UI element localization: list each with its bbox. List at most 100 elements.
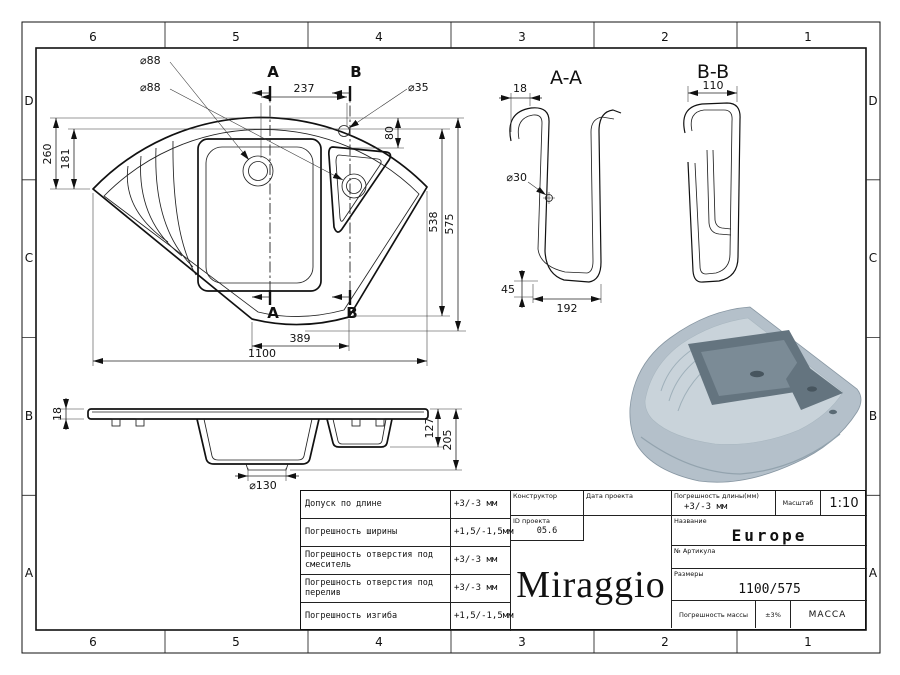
dia-30-label: ⌀30 xyxy=(506,171,527,184)
tolerance-label: Погрешность отверстия под перелив xyxy=(301,575,451,603)
section-aa-title: A-A xyxy=(550,67,582,89)
tolerance-label: Погрешность ширины xyxy=(301,519,451,547)
grid-col-label: 2 xyxy=(661,635,669,649)
dim-181: 181 xyxy=(59,149,72,170)
dim-575: 575 xyxy=(443,214,456,235)
dim-side-18: 18 xyxy=(51,407,64,421)
render-small-drain xyxy=(807,386,817,392)
drain-boss xyxy=(245,463,289,471)
tolerance-label: Погрешность отверстия под смеситель xyxy=(301,547,451,575)
zone-ticks xyxy=(22,22,880,653)
section-bb-title: B-B xyxy=(697,61,729,83)
grid-row-label: C xyxy=(869,251,877,265)
render-small-bowl xyxy=(786,360,843,410)
mass-tolerance-value-cell: ±3% xyxy=(756,601,791,628)
render-main-drain xyxy=(750,370,764,378)
main-drain-inner xyxy=(248,161,268,181)
tolerance-value: +3/-3 мм xyxy=(451,547,511,575)
grid-col-label: 1 xyxy=(804,635,812,649)
small-bowl xyxy=(327,146,392,233)
scale-value-cell: 1:10 xyxy=(821,491,867,516)
grid-row-label: A xyxy=(869,566,878,580)
section-letter-b: B xyxy=(346,304,357,322)
small-bowl-profile-inner xyxy=(332,418,387,445)
small-drain-inner xyxy=(346,178,362,194)
main-bowl-inner xyxy=(205,146,314,284)
drainboard-ribs xyxy=(126,140,197,276)
project-id-label: ID проекта xyxy=(513,517,551,525)
section-bb-view: B-B 110 xyxy=(683,61,741,283)
mass-tolerance-label: Погрешность массы xyxy=(678,610,748,619)
render-front-highlight xyxy=(640,433,841,475)
grid-col-label: 4 xyxy=(375,30,383,44)
leader-lines xyxy=(169,61,408,181)
designer-label: Конструктор xyxy=(513,492,557,500)
side-view: 18 127 205 ⌀130 xyxy=(51,398,462,492)
mounting-tab xyxy=(351,418,361,427)
length-tolerance-value: +3/-3 мм xyxy=(684,502,728,512)
dia-side-130: ⌀130 xyxy=(249,479,277,492)
section-aa-profile-outer xyxy=(509,107,622,283)
mounting-tab xyxy=(135,418,145,427)
grid-col-label: 5 xyxy=(232,635,240,649)
name-value: Europe xyxy=(731,526,808,545)
render-rib xyxy=(660,348,694,392)
section-line-b xyxy=(332,86,352,305)
scale-value: 1:10 xyxy=(829,495,859,511)
dim-538: 538 xyxy=(427,212,440,233)
main-drain xyxy=(242,155,274,187)
render-main-bowl-bottom xyxy=(701,340,810,396)
dim-bb-110: 110 xyxy=(703,79,724,92)
dim-1100: 1100 xyxy=(248,347,276,360)
mass-tolerance-value: ±3% xyxy=(765,610,781,619)
date-label: Дата проекта xyxy=(586,492,633,500)
dia-drain-2-label: ⌀88 xyxy=(140,81,161,94)
sink-outline xyxy=(92,116,428,326)
grid-col-label: 3 xyxy=(518,635,526,649)
dim-260: 260 xyxy=(41,144,54,165)
date-cell: Дата проекта xyxy=(584,491,671,516)
grid-row-label: B xyxy=(869,409,877,423)
grid-col-label: 6 xyxy=(89,30,97,44)
small-drain xyxy=(341,173,367,199)
dim-80: 80 xyxy=(383,126,396,140)
small-bowl-inner xyxy=(335,154,382,222)
grid-col-label: 1 xyxy=(804,30,812,44)
dim-side-127: 127 xyxy=(423,418,436,439)
tolerance-label: Погрешность изгиба xyxy=(301,603,451,631)
grid-row-label: A xyxy=(25,566,34,580)
grid-col-label: 5 xyxy=(232,30,240,44)
main-bowl-profile xyxy=(196,418,320,465)
designer-cell: Конструктор xyxy=(511,491,584,516)
scale-label: Масштаб xyxy=(782,499,814,507)
grid-labels: 6 5 4 3 2 1 6 5 4 3 2 1 D C B A D C B A xyxy=(24,30,878,649)
brand-logo-text: Miraggio xyxy=(516,564,666,606)
size-cell: Размеры 1100/575 xyxy=(671,569,867,601)
mass-tolerance-cell: Погрешность массы xyxy=(671,601,756,628)
article-label: № Артикула xyxy=(674,547,716,555)
article-cell: № Артикула xyxy=(671,546,867,569)
tolerance-label: Допуск по длине xyxy=(301,491,451,519)
grid-col-label: 6 xyxy=(89,635,97,649)
sheet-frame xyxy=(21,21,881,654)
length-tolerance-cell: Погрешность длины(мм) +3/-3 мм xyxy=(671,491,776,516)
small-bowl-profile xyxy=(326,418,393,448)
section-letter-a: A xyxy=(267,63,279,81)
size-value: 1100/575 xyxy=(738,582,801,597)
grid-col-label: 4 xyxy=(375,635,383,649)
render-faucet-hole xyxy=(829,409,837,415)
dia-drain-1-label: ⌀88 xyxy=(140,54,161,67)
plan-view: A A B B xyxy=(41,54,466,366)
project-id-cell: ID проекта 05.6 xyxy=(511,516,584,541)
grid-col-label: 2 xyxy=(661,30,669,44)
dia-faucet-label: ⌀35 xyxy=(408,81,429,94)
section-bb-profile-outer xyxy=(683,102,741,283)
faucet-hole xyxy=(338,125,350,137)
rim-profile xyxy=(87,408,429,420)
dim-aa-18: 18 xyxy=(513,82,527,95)
extension-lines xyxy=(50,103,466,366)
mass-label: МАССА xyxy=(808,609,847,620)
section-bb-bowl-wall xyxy=(706,149,732,236)
mass-cell: МАССА xyxy=(791,601,864,628)
